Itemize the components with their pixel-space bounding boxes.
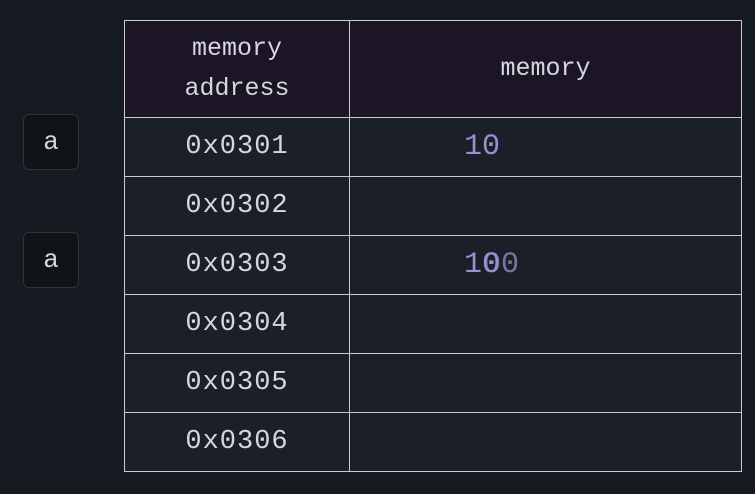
address-cell: 0x0305 [124,353,350,413]
memory-cell [349,294,742,354]
address-cell: 0x0304 [124,294,350,354]
memory-value: 10 [464,130,501,164]
memory-table: memory address memory 0x0301 10 0x0302 0… [124,20,742,472]
header-address-line1: memory [191,34,282,63]
table-row: 0x0302 [124,176,742,236]
header-memory-address: memory address [124,20,350,118]
memory-cell [349,176,742,236]
variable-a-label-second: a [23,232,79,288]
table-row: 0x0305 [124,353,742,413]
address-cell: 0x0301 [124,117,350,177]
memory-value-overlay: 00 [483,248,520,282]
memory-value: 10 [464,248,501,282]
address-cell: 0x0302 [124,176,350,236]
address-cell: 0x0306 [124,412,350,472]
table-row: 0x0304 [124,294,742,354]
header-memory: memory [349,20,742,118]
memory-cell: 10 [349,117,742,177]
address-cell: 0x0303 [124,235,350,295]
memory-cell: 10 00 [349,235,742,295]
table-row: 0x0303 10 00 [124,235,742,295]
table-header-row: memory address memory [124,20,742,118]
header-address-line2: address [184,74,290,103]
memory-cell [349,353,742,413]
table-row: 0x0306 [124,412,742,472]
memory-cell [349,412,742,472]
table-row: 0x0301 10 [124,117,742,177]
variable-a-label: a [23,114,79,170]
